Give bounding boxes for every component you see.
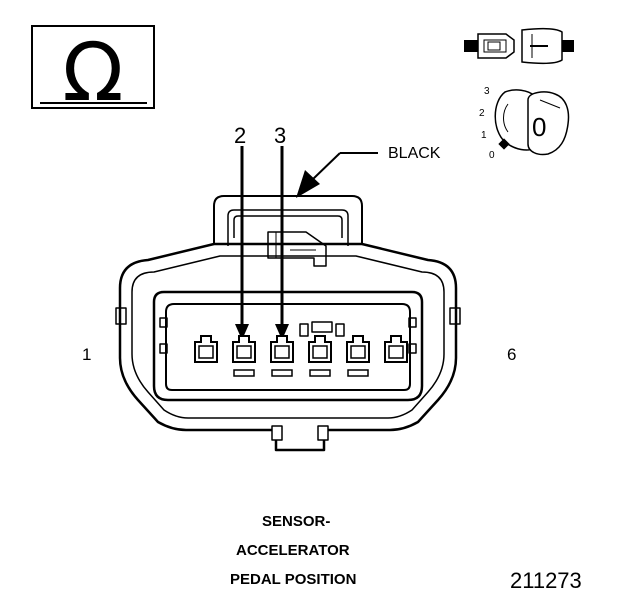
terminal-cavity xyxy=(270,335,294,363)
cavity-slot xyxy=(347,369,369,377)
connector-end-label-right: 6 xyxy=(507,345,517,364)
terminal-cavity xyxy=(232,335,256,363)
terminal-cavities xyxy=(194,335,408,377)
ohm-meter-icon: Ω xyxy=(31,25,155,119)
caption-line: ACCELERATOR xyxy=(236,542,350,559)
connector-body xyxy=(115,195,461,452)
cavity-slot xyxy=(309,369,331,377)
terminal-cavity xyxy=(308,335,332,363)
connector-end-label-left: 1 xyxy=(82,345,92,364)
caption-line: PEDAL POSITION xyxy=(230,571,357,588)
key-position-label: 2 xyxy=(479,108,485,119)
key-position-label: 0 xyxy=(489,150,495,161)
wire-color-leader xyxy=(296,152,378,198)
cavity-slot xyxy=(233,369,255,377)
pin-callout-arrows xyxy=(235,146,289,340)
ohm-glyph: Ω xyxy=(62,26,123,119)
key-label: 0 xyxy=(532,112,547,142)
wire-color-label: BLACK xyxy=(388,145,441,162)
figure-number: 211273 xyxy=(510,568,582,593)
ignition-key-icon xyxy=(494,89,570,156)
caption-line: SENSOR- xyxy=(262,513,331,530)
disconnected-connector-icon xyxy=(464,27,574,65)
pin-callout-label: 3 xyxy=(274,123,287,148)
key-position-label: 3 xyxy=(484,86,490,97)
terminal-cavity xyxy=(384,335,408,363)
key-position-label: 1 xyxy=(481,130,487,141)
cavity-slot xyxy=(271,369,293,377)
terminal-cavity xyxy=(194,335,218,363)
terminal-cavity xyxy=(346,335,370,363)
pin-callout-label: 2 xyxy=(234,123,247,148)
